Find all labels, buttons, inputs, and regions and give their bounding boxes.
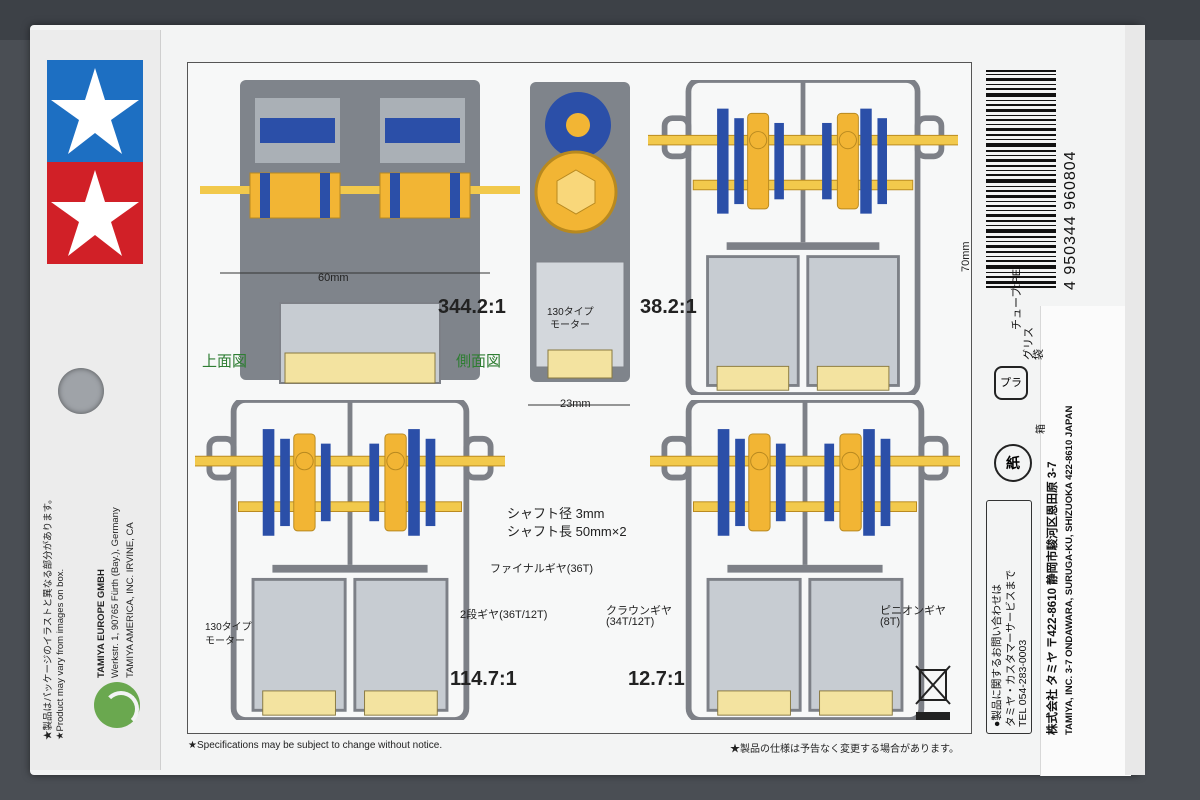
hang-hole [58,368,104,414]
tamiya-europe-address: Werkstr. 1, 90765 Fürth (Bay.), Germany [110,507,121,678]
grease-label-3: 袋 [1033,349,1045,360]
ratio-38: 38.2:1 [640,296,697,318]
final-gear-label: ファイナルギヤ(36T) [490,563,594,575]
company-address-en: TAMIYA, INC. 3-7 ONDAWARA, SURUGA-KU, SH… [1064,405,1075,735]
width-dim-60: 60mm [318,272,349,284]
flap-warning-en: ★Product may vary from images on box. [55,568,66,740]
inquiry-tel: TEL 054-283-0003 [1017,639,1029,727]
inquiry-line-1: ●製品に関するお問い合わせは [991,584,1003,727]
grease-label-2: チューブ:PE [1011,268,1023,330]
inquiry-line-2: タミヤ・カスタマーサービスまで [1005,569,1017,727]
barcode [986,70,1056,288]
side-view-label: 側面図 [456,353,502,370]
two-stage-gear-label: 2段ギヤ(36T/12T) [460,609,548,621]
crown-gear-label: クラウンギヤ [606,605,672,617]
flap-warning-jp: ★製品はパッケージのイラストと異なる部分があります。 [43,494,54,740]
motor-label-bottom: モーター [205,636,245,647]
gearbox-diagram-344 [200,80,520,384]
gearbox-diagram-38 [648,80,958,395]
shaft-length: シャフト長 50mm×2 [507,524,627,539]
motor-type-label-bottom: 130タイプ [205,622,252,633]
company-address-jp: 株式会社 タミヤ 〒422-8610 静岡市駿河区恩田原 3-7 [1047,461,1059,736]
box-label: 箱 [1036,424,1047,434]
motor-type-label-top: 130タイプ [547,307,594,318]
motor-label-top: モーター [550,320,590,331]
ratio-12: 12.7:1 [628,668,685,690]
pinion-gear-label: ピニオンギヤ [880,605,946,617]
tamiya-america: TAMIYA AMERICA, INC. IRVINE, CA [125,522,136,678]
tamiya-europe: TAMIYA EUROPE GMBH [96,569,107,678]
right-panel [1040,306,1131,776]
recycle-icon [94,682,140,728]
ratio-114: 114.7:1 [450,668,517,690]
top-view-label: 上面図 [202,353,248,370]
gearbox-side-view [528,82,630,406]
spec-note-en: ★Specifications may be subject to change… [188,740,443,751]
box-right-edge [1125,25,1145,775]
spec-note-jp: ★製品の仕様は予告なく変更する場合があります。 [730,744,959,755]
inquiry-box [986,500,1032,734]
crown-gear-teeth: (34T/12T) [606,616,655,628]
crossed-bin-icon [915,665,951,720]
paper-recycle-icon: 紙 [994,444,1032,482]
barcode-number: 4 950344 960804 [1062,150,1079,290]
width-dim-23: 23mm [560,398,591,410]
shaft-diameter: シャフト径 3mm [507,506,605,521]
pinion-gear-teeth: (8T) [880,616,901,628]
tamiya-star-logo [47,60,143,264]
plastic-recycle-icon: プラ [994,366,1028,400]
height-dim-70: 70mm [960,241,972,272]
ratio-344: 344.2:1 [438,296,506,318]
